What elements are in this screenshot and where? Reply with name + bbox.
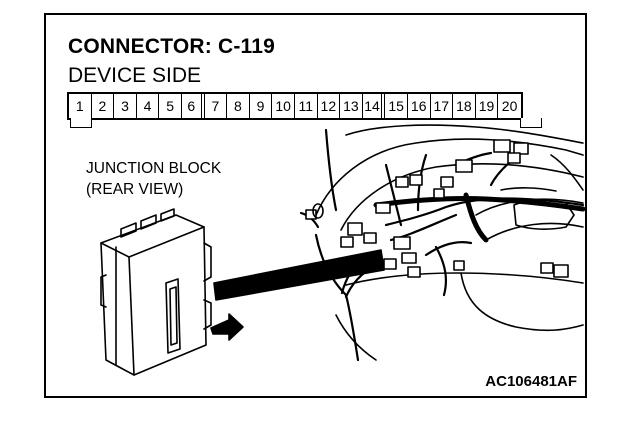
junction-block-view-label: (REAR VIEW): [86, 181, 184, 198]
connector-pin: 15: [385, 94, 408, 118]
connector-pin: 2: [92, 94, 115, 118]
connector-pin: 16: [408, 94, 431, 118]
connector-pin: 11: [295, 94, 318, 118]
grommet-icon: [312, 203, 324, 219]
figure-id: AC106481AF: [485, 373, 577, 390]
connector-pin: 6: [182, 94, 205, 118]
connector-pin: 12: [318, 94, 341, 118]
harness-connectors: [305, 139, 569, 278]
connector-pin: 20: [501, 98, 518, 114]
connector-pin: 5: [159, 94, 182, 118]
diagram-frame: CONNECTOR: C-119 DEVICE SIDE 1 2 3 4 5 6…: [44, 13, 587, 398]
location-illustration: [100, 124, 585, 376]
junction-block-label: JUNCTION BLOCK: [86, 160, 222, 177]
connector-pin: 4: [137, 94, 160, 118]
connector-pin: 7: [205, 94, 228, 118]
connector-pin: 17: [431, 94, 454, 118]
connector-pin: 14: [363, 94, 386, 118]
connector-title: CONNECTOR: C-119: [68, 35, 276, 58]
connector-pin: 1: [69, 94, 92, 118]
connector-pin: 10: [272, 94, 295, 118]
location-leader: [213, 249, 385, 301]
dashboard-outline: [315, 124, 584, 361]
wire-harness: [299, 128, 585, 362]
connector-latch-tab: [70, 118, 92, 128]
connector-side-label: DEVICE SIDE: [68, 64, 202, 87]
pointer-arrow-icon: [210, 313, 244, 341]
connector-face: 1 2 3 4 5 6 7 8 9 10 11 12 13 14 15 16 1…: [67, 92, 523, 120]
connector-pin: 13: [340, 94, 363, 118]
connector-pin: 18: [453, 94, 476, 118]
junction-block-body: [100, 208, 212, 376]
connector-pin: 8: [227, 94, 250, 118]
connector-pin: 9: [250, 94, 273, 118]
connector-pin: 3: [114, 94, 137, 118]
connector-latch-tab: [520, 118, 542, 128]
connector-pin: 19: [476, 94, 499, 118]
main-harness: [373, 192, 585, 243]
